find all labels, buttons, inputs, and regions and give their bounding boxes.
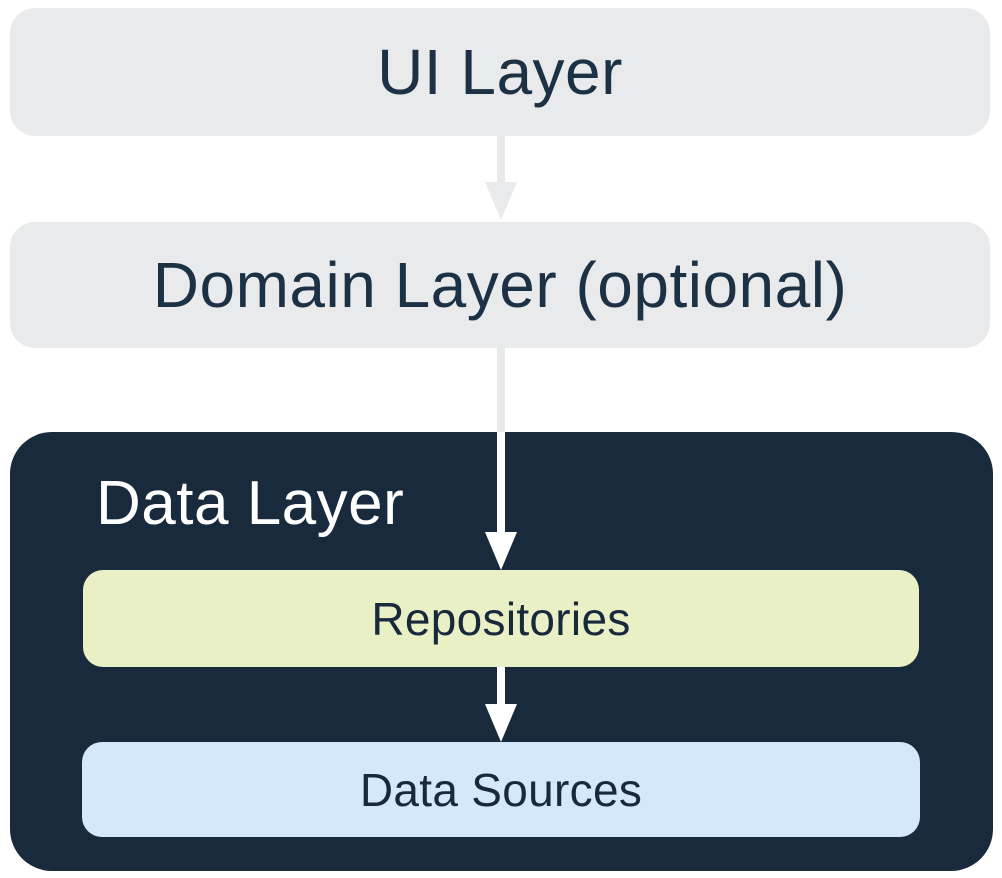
data-sources-box: Data Sources (82, 742, 920, 837)
ui-layer-label: UI Layer (377, 36, 623, 108)
domain-layer-box: Domain Layer (optional) (10, 222, 990, 348)
ui-layer-box: UI Layer (10, 8, 990, 136)
data-layer-box: Data Layer Repositories Data Sources (10, 432, 993, 871)
arrow-ui-to-domain-icon (485, 136, 517, 220)
domain-layer-label: Domain Layer (optional) (152, 249, 848, 321)
repositories-label: Repositories (371, 592, 631, 645)
repositories-box: Repositories (83, 570, 919, 667)
data-layer-label: Data Layer (96, 469, 405, 538)
data-sources-label: Data Sources (359, 763, 643, 816)
